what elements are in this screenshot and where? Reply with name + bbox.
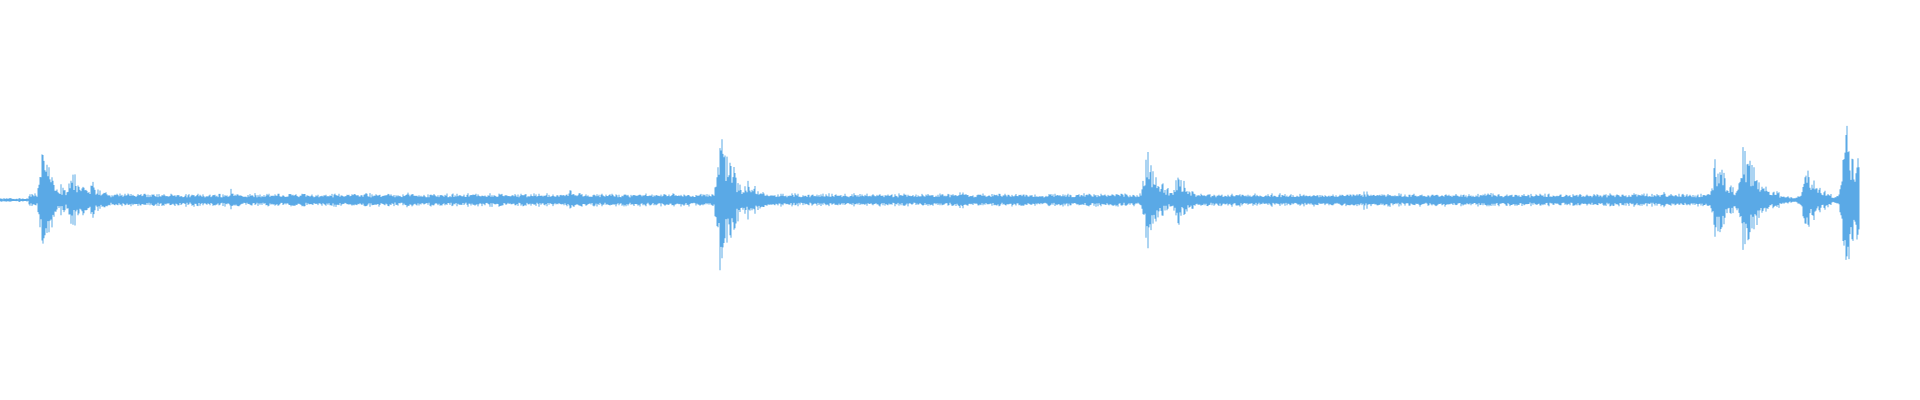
waveform-signal [0, 125, 1860, 271]
